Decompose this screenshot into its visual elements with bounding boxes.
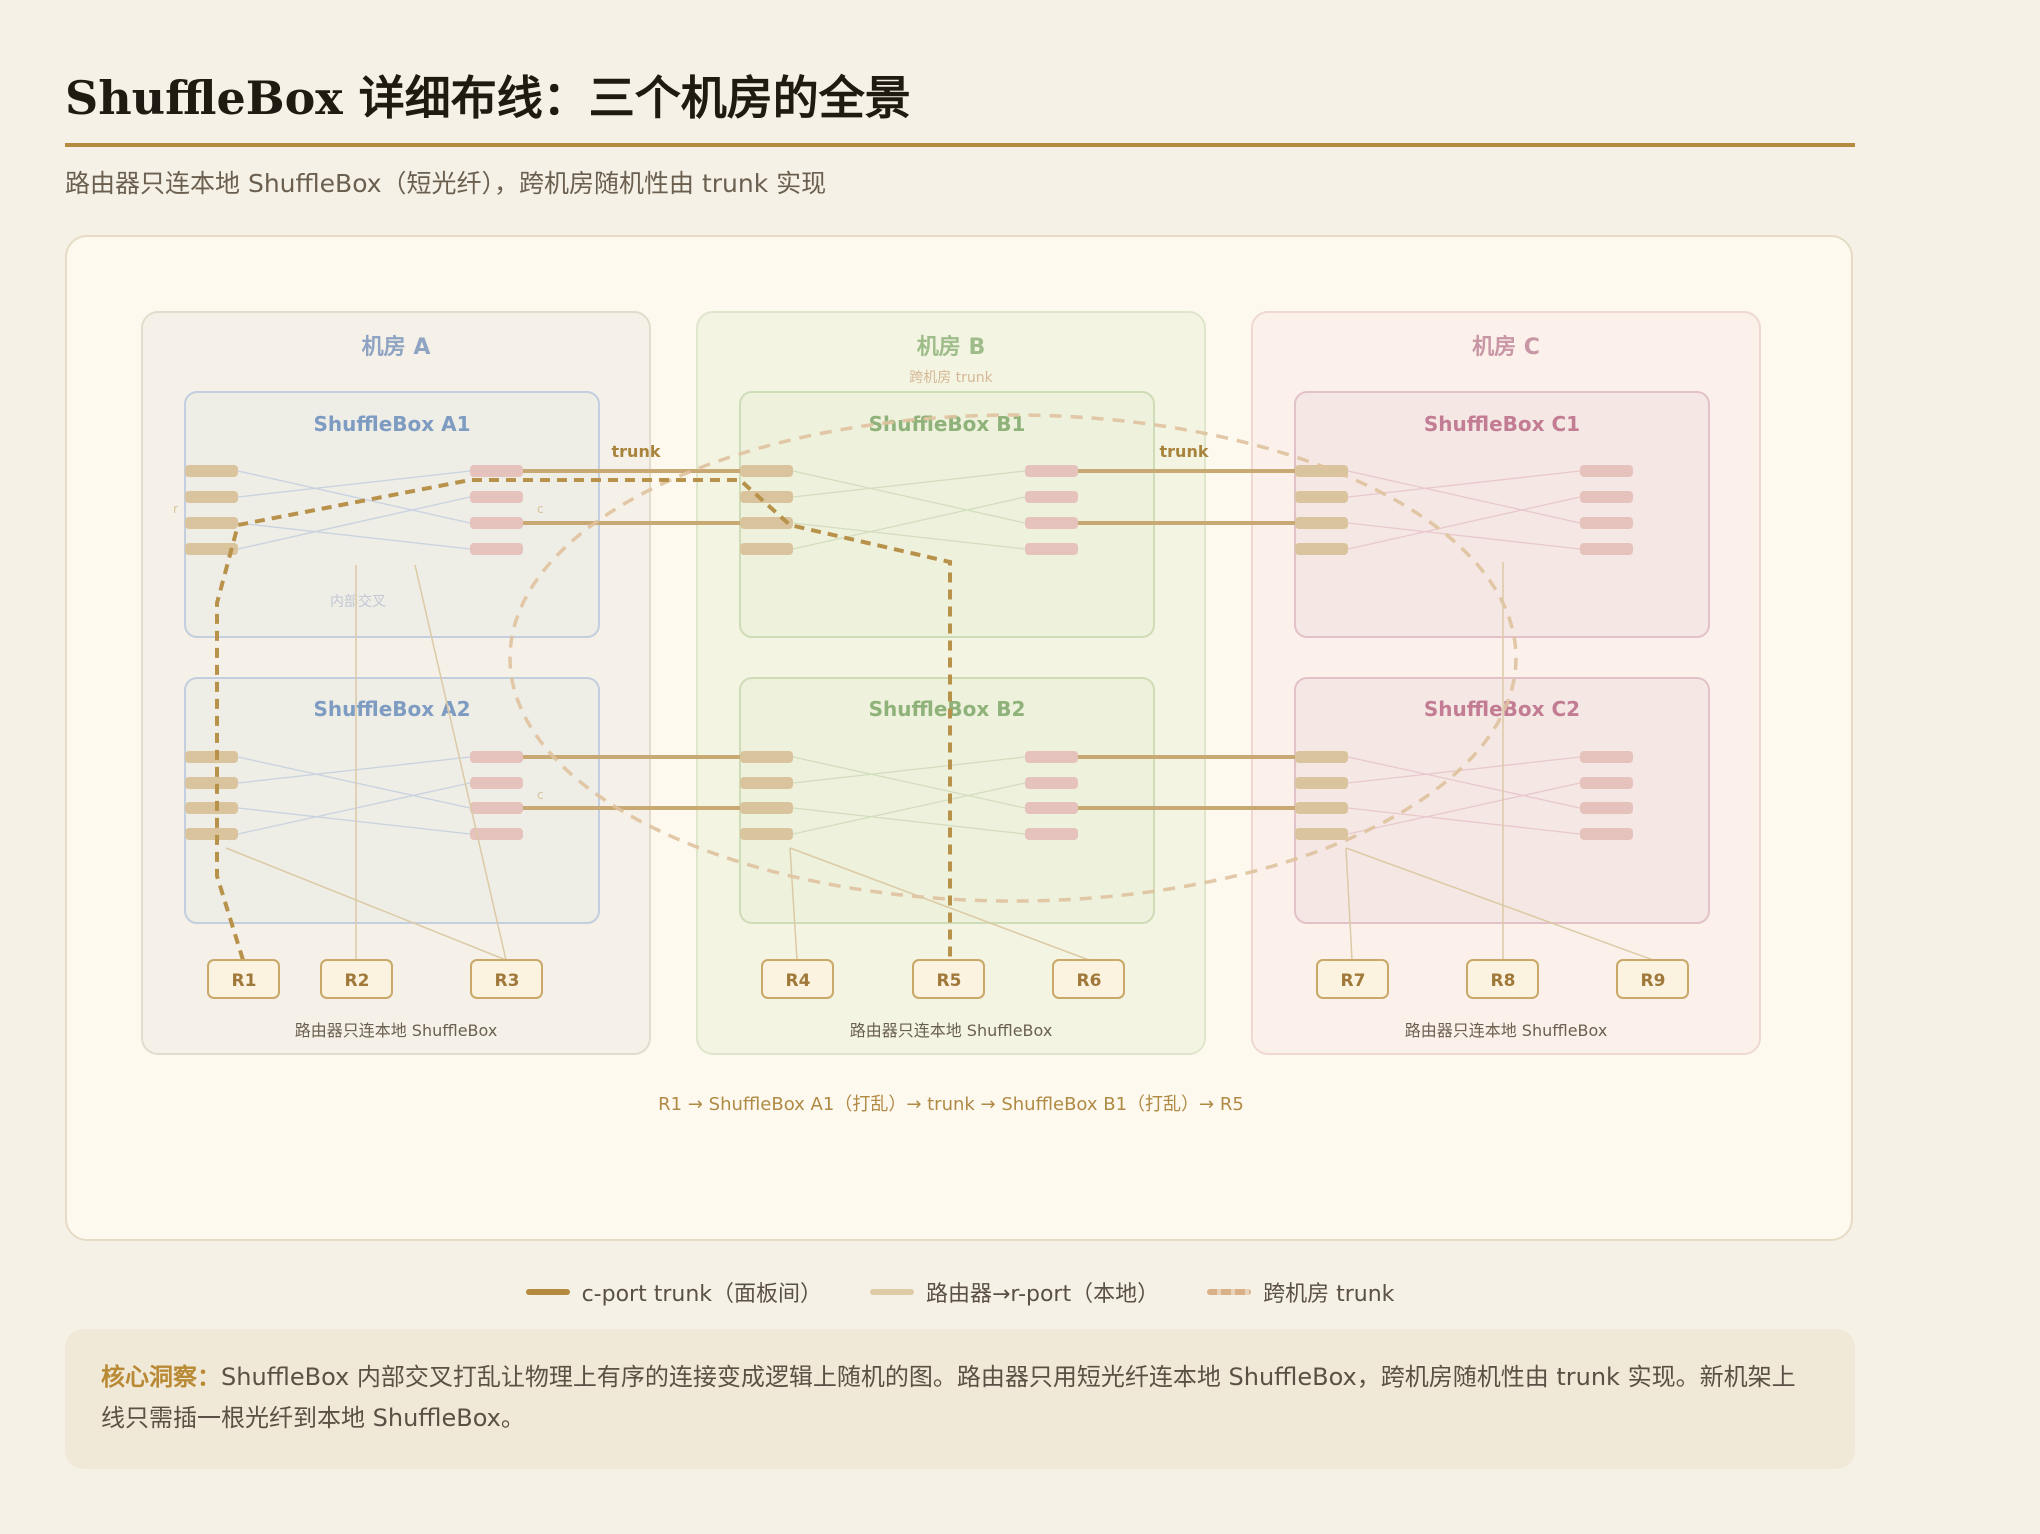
legend-label: c-port trunk（面板间） <box>581 1282 822 1307</box>
legend-label: 跨机房 trunk <box>1263 1282 1395 1307</box>
internal-cross-wiring <box>237 470 1581 835</box>
trunk-label-bc: trunk <box>1160 442 1209 461</box>
room-a-footer: 路由器只连本地 ShuffleBox <box>295 1021 498 1040</box>
cross-room-trunk <box>508 413 1518 903</box>
legend-item-c-port-trunk: c-port trunk（面板间） <box>525 1276 822 1308</box>
router-uplinks <box>225 562 1654 961</box>
legend-swatch <box>870 1289 914 1295</box>
insight-callout: 核心洞察：ShuffleBox 内部交叉打乱让物理上有序的连接变成逻辑上随机的图… <box>65 1329 1855 1469</box>
legend-swatch <box>1207 1289 1252 1295</box>
router-r3-label: R3 <box>495 971 520 991</box>
room-c-footer: 路由器只连本地 ShuffleBox <box>1405 1021 1608 1040</box>
legend-item-cross-room-trunk: 跨机房 trunk <box>1207 1276 1394 1308</box>
legend-item-router-uplink: 路由器→r-port（本地） <box>870 1276 1159 1308</box>
insight-label: 核心洞察： <box>101 1363 221 1391</box>
wiring-diagram: 机房 A 机房 B 机房 C 跨机房 trunk ShuffleBox A1 S… <box>141 311 1761 1115</box>
highlighted-route <box>215 478 952 961</box>
room-a-label: 机房 A <box>362 334 431 360</box>
c-ports <box>470 465 1633 840</box>
router-r7 <box>1316 959 1389 999</box>
shufflebox-c2-label: ShuffleBox C2 <box>1424 697 1580 721</box>
r-port-label: r <box>173 502 178 516</box>
c-port-label-a2: c <box>537 788 544 802</box>
room-c-label: 机房 C <box>1472 334 1540 360</box>
c-port-label-a1: c <box>537 502 544 516</box>
shufflebox-b2-label: ShuffleBox B2 <box>869 697 1026 721</box>
router-r3 <box>470 959 543 999</box>
router-r1-label: R1 <box>232 971 257 991</box>
router-r5-label: R5 <box>937 971 962 991</box>
page-subtitle: 路由器只连本地 ShuffleBox（短光纤），跨机房随机性由 trunk 实现 <box>65 169 827 198</box>
legend-swatch <box>525 1289 570 1295</box>
router-r7-label: R7 <box>1341 971 1366 991</box>
insight-text: ShuffleBox 内部交叉打乱让物理上有序的连接变成逻辑上随机的图。路由器只… <box>101 1363 1796 1432</box>
router-r2 <box>320 959 393 999</box>
title-underline <box>65 143 1855 147</box>
routers <box>207 959 1689 999</box>
internal-cross-label: 内部交叉 <box>330 593 386 610</box>
legend-label: 路由器→r-port（本地） <box>926 1282 1160 1307</box>
path-caption: R1 → ShuffleBox A1（打乱）→ trunk → ShuffleB… <box>658 1094 1244 1115</box>
shufflebox-a1-label: ShuffleBox A1 <box>313 412 470 436</box>
shufflebox-a2-label: ShuffleBox A2 <box>313 697 470 721</box>
legend: c-port trunk（面板间） 路由器→r-port（本地） 跨机房 tru… <box>0 1272 1920 1312</box>
router-r9-label: R9 <box>1641 971 1666 991</box>
router-r1 <box>207 959 280 999</box>
router-r4 <box>761 959 834 999</box>
cross-room-trunk-label: 跨机房 trunk <box>909 370 993 386</box>
room-b-label: 机房 B <box>917 334 985 360</box>
router-r4-label: R4 <box>786 971 811 991</box>
trunk-label-ab: trunk <box>612 442 661 461</box>
router-r5 <box>912 959 985 999</box>
router-r6-label: R6 <box>1077 971 1102 991</box>
router-r6 <box>1052 959 1125 999</box>
router-r8 <box>1466 959 1539 999</box>
router-r2-label: R2 <box>345 971 370 991</box>
c-port-trunks <box>523 469 1295 810</box>
shufflebox-c1-label: ShuffleBox C1 <box>1424 412 1580 436</box>
r-ports <box>185 465 1348 840</box>
router-r9 <box>1616 959 1689 999</box>
room-b-footer: 路由器只连本地 ShuffleBox <box>850 1021 1053 1040</box>
page-title: ShuffleBox 详细布线：三个机房的全景 <box>65 71 911 125</box>
router-r8-label: R8 <box>1491 971 1516 991</box>
